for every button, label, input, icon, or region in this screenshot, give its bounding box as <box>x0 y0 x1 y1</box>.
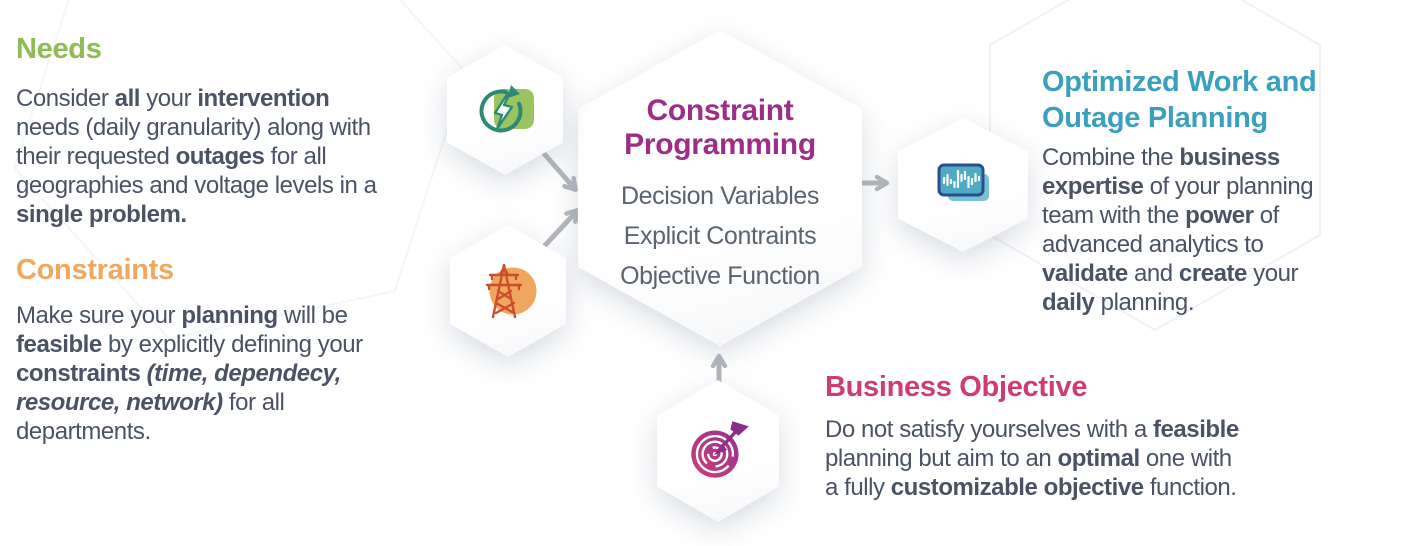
cp-item: Explicit Contraints <box>623 222 817 250</box>
cp-item: Objective Function <box>620 262 820 290</box>
analytics-screen-icon <box>937 163 989 201</box>
cp-item: Decision Variables <box>621 182 819 210</box>
needs-heading: Needs <box>16 33 102 65</box>
constraint-programming-hexagon: Constraint Programming Decision Variable… <box>578 30 862 346</box>
cp-item-list: Decision Variables Explicit Contraints O… <box>620 176 820 296</box>
target-dart-icon <box>691 421 749 478</box>
objective-hexagon <box>657 380 779 522</box>
optimized-heading: Optimized Work and Outage Planning <box>1042 66 1317 134</box>
output-hexagon <box>898 118 1028 252</box>
transmission-tower-icon <box>485 263 537 319</box>
energy-cycle-icon <box>479 85 534 133</box>
business-objective-paragraph: Do not satisfy yourselves with a feasibl… <box>825 416 1239 501</box>
arrow-needs-to-cp <box>538 147 578 193</box>
constraints-heading: Constraints <box>16 254 174 286</box>
tower-hexagon <box>450 225 566 357</box>
business-objective-heading: Business Objective <box>825 371 1088 403</box>
energy-hexagon <box>447 45 563 175</box>
cp-title: Constraint Programming <box>624 94 816 161</box>
